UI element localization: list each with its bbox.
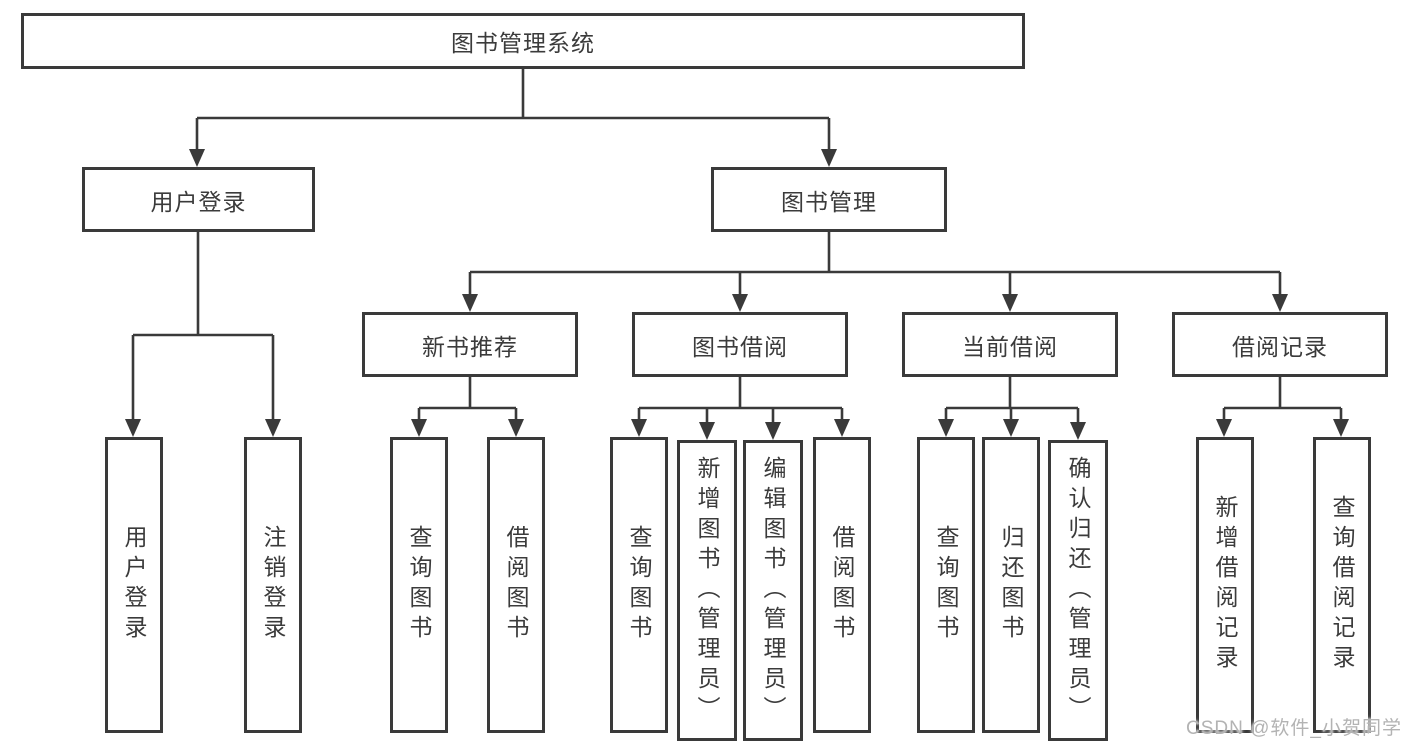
node-current-borrow: 当前借阅 (902, 312, 1118, 377)
node-library-system-root: 图书管理系统 (21, 13, 1025, 69)
leaf-label: 注销登录 (260, 525, 286, 645)
leaf-query-books-current: 查询图书 (917, 437, 975, 733)
leaf-user-login: 用户登录 (105, 437, 163, 733)
leaf-label: 归还图书 (998, 525, 1024, 645)
leaf-edit-books-admin: 编辑图书（管理员） (743, 440, 803, 741)
leaf-label: 新增图书（管理员） (694, 455, 720, 726)
leaf-label: 查询图书 (406, 525, 432, 645)
leaf-query-books-borrow: 查询图书 (610, 437, 668, 733)
leaf-borrow-books: 借阅图书 (813, 437, 871, 733)
leaf-return-books: 归还图书 (982, 437, 1040, 733)
leaf-logout: 注销登录 (244, 437, 302, 733)
leaf-label: 确认归还（管理员） (1065, 455, 1091, 726)
leaf-label: 查询图书 (933, 525, 959, 645)
leaf-label: 编辑图书（管理员） (760, 455, 786, 726)
leaf-add-books-admin: 新增图书（管理员） (677, 440, 737, 741)
leaf-label: 查询借阅记录 (1329, 495, 1355, 675)
node-book-management: 图书管理 (711, 167, 947, 232)
leaf-add-borrow-record: 新增借阅记录 (1196, 437, 1254, 733)
leaf-label: 用户登录 (121, 525, 147, 645)
leaf-label: 借阅图书 (503, 525, 529, 645)
leaf-label: 借阅图书 (829, 525, 855, 645)
node-borrow-records: 借阅记录 (1172, 312, 1388, 377)
leaf-query-borrow-record: 查询借阅记录 (1313, 437, 1371, 733)
leaf-label: 新增借阅记录 (1212, 495, 1238, 675)
leaf-query-books-recommend: 查询图书 (390, 437, 448, 733)
leaf-borrow-books-recommend: 借阅图书 (487, 437, 545, 733)
node-book-borrow: 图书借阅 (632, 312, 848, 377)
node-user-login: 用户登录 (82, 167, 315, 232)
leaf-confirm-return-admin: 确认归还（管理员） (1048, 440, 1108, 741)
leaf-label: 查询图书 (626, 525, 652, 645)
node-new-book-recommend: 新书推荐 (362, 312, 578, 377)
csdn-watermark: CSDN @软件_小贺同学 (1186, 718, 1402, 739)
